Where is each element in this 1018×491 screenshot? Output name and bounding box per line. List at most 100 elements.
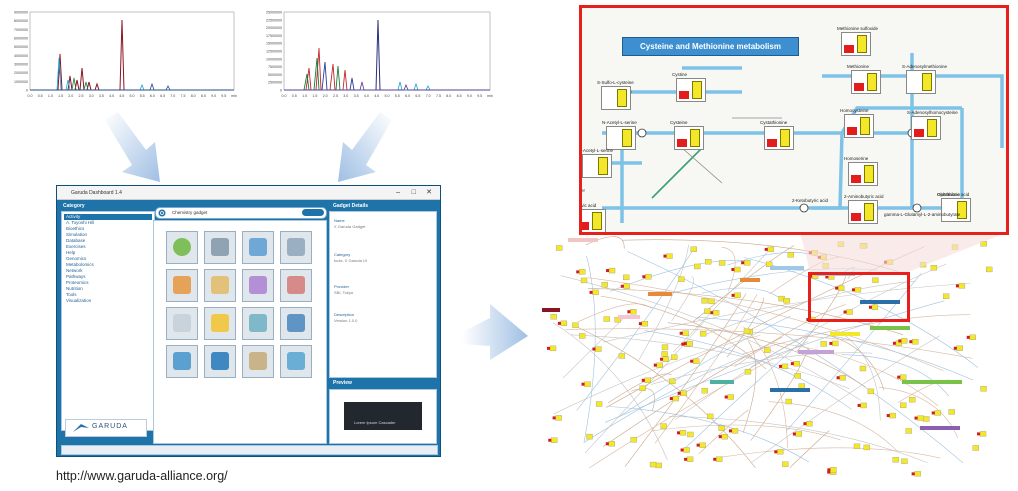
gadget-tile[interactable] bbox=[204, 231, 236, 264]
maximize-icon[interactable]: □ bbox=[411, 189, 416, 196]
category-item[interactable]: Proteomics bbox=[66, 280, 89, 285]
preview-image: Lorem Ipsum Cascader bbox=[344, 402, 422, 430]
gadget-tile[interactable] bbox=[242, 269, 274, 302]
x-tick-label: 8.5 bbox=[457, 94, 462, 98]
map-pathway-label-bar bbox=[542, 308, 560, 312]
category-item[interactable]: Exercises bbox=[66, 244, 86, 249]
map-node bbox=[687, 431, 694, 438]
level-bar-red bbox=[677, 139, 687, 147]
gadget-tile[interactable] bbox=[166, 345, 198, 378]
gadget-tile[interactable] bbox=[280, 231, 312, 264]
x-tick-label: 4.0 bbox=[364, 94, 369, 98]
gadget-tile[interactable] bbox=[242, 231, 274, 264]
category-item[interactable]: A. Toyoshi Hill bbox=[66, 220, 95, 225]
category-item[interactable]: Activity bbox=[64, 214, 152, 220]
metabolite-chart bbox=[848, 200, 878, 224]
map-node bbox=[986, 266, 993, 273]
map-node bbox=[914, 415, 924, 421]
map-node bbox=[630, 437, 637, 443]
x-tick-label: 7.5 bbox=[181, 94, 186, 98]
gadget-tile[interactable] bbox=[280, 269, 312, 302]
x-tick-label: 3.0 bbox=[343, 94, 348, 98]
map-edge bbox=[750, 263, 947, 368]
metabolite-chart bbox=[941, 198, 971, 222]
x-tick-label: 5.0 bbox=[385, 94, 390, 98]
gadget-tile[interactable] bbox=[280, 307, 312, 340]
category-item[interactable]: Pathways bbox=[66, 274, 86, 279]
preview-panel: Lorem Ipsum Cascader bbox=[329, 389, 437, 444]
metabolite-chart bbox=[676, 78, 706, 102]
garuda-url[interactable]: http://www.garuda-alliance.org/ bbox=[56, 469, 228, 483]
y-tick-label: 20000000 bbox=[266, 26, 282, 30]
category-item[interactable]: Network bbox=[66, 268, 83, 273]
gadget-tile[interactable] bbox=[204, 345, 236, 378]
map-node bbox=[678, 276, 685, 282]
map-pathway-label-bar bbox=[798, 350, 834, 354]
map-pathway-label-bar bbox=[568, 238, 598, 242]
category-item[interactable]: Database bbox=[66, 238, 86, 243]
x-tick-label: 3.5 bbox=[99, 94, 104, 98]
metabolite-label: Homocysteine bbox=[840, 108, 869, 113]
detail-value: X Garuda Gadget bbox=[334, 224, 366, 229]
detail-value: SBI, Tokyo bbox=[334, 290, 354, 295]
map-edge bbox=[570, 334, 850, 390]
map-node bbox=[774, 449, 784, 455]
metabolite-chart bbox=[601, 86, 631, 110]
category-item[interactable]: Simulation bbox=[66, 232, 88, 237]
close-icon[interactable]: ✕ bbox=[426, 189, 432, 196]
level-bar-yellow bbox=[690, 129, 700, 147]
map-node bbox=[718, 433, 728, 440]
x-tick-label: 2.5 bbox=[333, 94, 338, 98]
map-edge bbox=[585, 236, 625, 249]
map-node bbox=[972, 445, 979, 451]
x-tick-label: 4.5 bbox=[119, 94, 124, 98]
category-item[interactable]: Help bbox=[66, 250, 76, 255]
search-input[interactable]: Chemistry gadget bbox=[155, 207, 327, 219]
map-edge bbox=[718, 447, 941, 459]
map-pathway-label-bar bbox=[740, 278, 760, 282]
map-node bbox=[843, 309, 853, 315]
metabolite-label: Glutathione bbox=[937, 192, 961, 197]
map-pathway-label-bar bbox=[902, 380, 962, 384]
x-tick-label: 6.0 bbox=[405, 94, 410, 98]
x-tick-label: 9.5 bbox=[477, 94, 482, 98]
gadget-tile[interactable] bbox=[280, 345, 312, 378]
search-options-button[interactable] bbox=[302, 209, 324, 216]
gadget-tile[interactable] bbox=[242, 307, 274, 340]
gadget-tile[interactable] bbox=[166, 269, 198, 302]
map-node bbox=[872, 277, 879, 283]
map-node bbox=[620, 283, 630, 289]
map-node bbox=[603, 316, 610, 322]
map-edge bbox=[742, 340, 757, 433]
level-bar-red bbox=[582, 222, 589, 230]
gadget-tile[interactable] bbox=[204, 307, 236, 340]
map-edge bbox=[796, 276, 846, 353]
search-icon bbox=[158, 209, 166, 217]
map-node bbox=[783, 298, 790, 304]
gadget-tile[interactable] bbox=[242, 345, 274, 378]
gadget-tile[interactable] bbox=[166, 231, 198, 264]
y-tick-label: 3000000 bbox=[14, 63, 28, 67]
map-node bbox=[605, 441, 615, 447]
gadget-tile[interactable] bbox=[204, 269, 236, 302]
y-tick-label: 2000000 bbox=[14, 71, 28, 75]
map-node bbox=[966, 334, 976, 341]
map-node bbox=[892, 457, 899, 463]
map-node bbox=[741, 260, 751, 266]
gadget-tile[interactable] bbox=[166, 307, 198, 340]
category-item[interactable]: Nutrition bbox=[66, 286, 83, 291]
category-item[interactable]: Visualization bbox=[66, 298, 92, 303]
category-item[interactable]: Genomics bbox=[66, 256, 87, 261]
map-node bbox=[948, 409, 955, 415]
minimize-icon[interactable]: – bbox=[396, 189, 400, 196]
map-node bbox=[898, 338, 908, 344]
window-title: Garuda Dashboard 1.4 bbox=[71, 190, 122, 196]
category-item[interactable]: Metabolomics bbox=[66, 262, 94, 267]
y-tick-label: 15000000 bbox=[266, 42, 282, 46]
map-edge bbox=[696, 316, 974, 381]
category-item[interactable]: Tools bbox=[66, 292, 77, 297]
metabolite-chart bbox=[911, 116, 941, 140]
detail-value: Version 1.0.0 bbox=[334, 318, 358, 323]
category-item[interactable]: Bioethics bbox=[66, 226, 85, 231]
